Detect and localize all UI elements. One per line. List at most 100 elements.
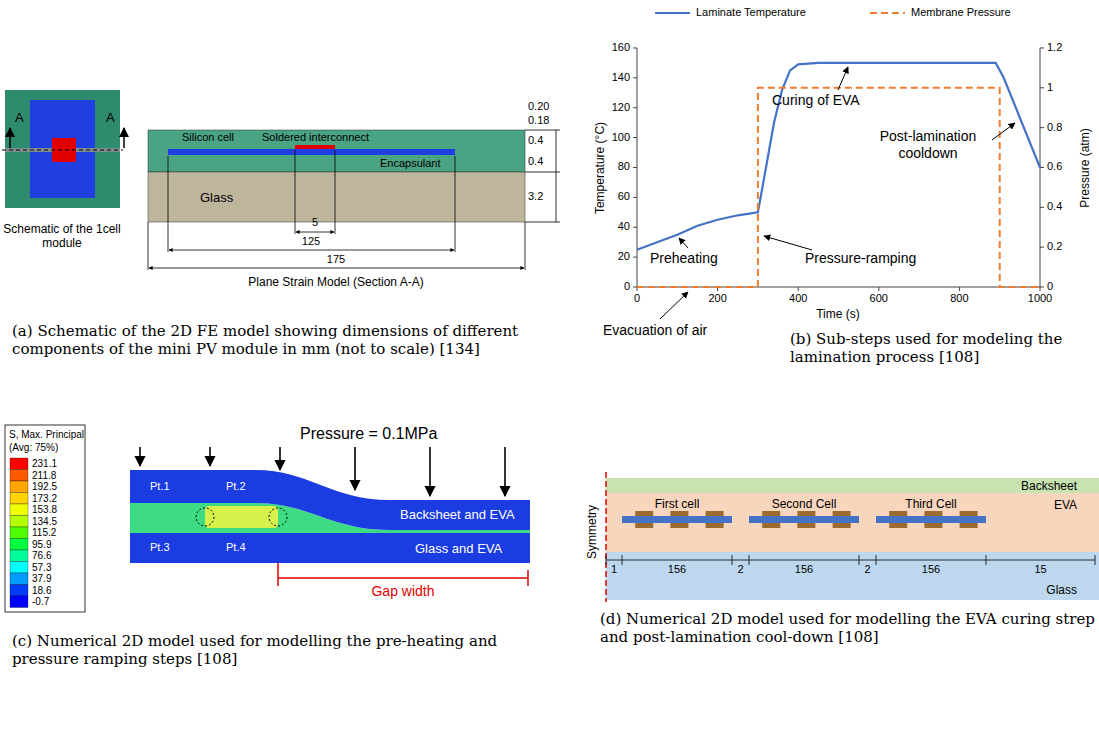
- axis-title: Time (s): [816, 307, 860, 321]
- dimension: 125: [302, 235, 320, 248]
- colorbar-title: S, Max. Principal: [9, 429, 84, 441]
- colorbar-value: 57.3: [32, 562, 51, 574]
- tick: [1040, 87, 1044, 88]
- ribbon: [889, 523, 907, 528]
- tick-label: 200: [708, 292, 726, 305]
- tick: [633, 197, 637, 198]
- ribbon: [960, 511, 978, 516]
- dimension-tick: [1095, 555, 1096, 565]
- cell-name: Third Cell: [905, 497, 956, 511]
- annotation-arrow: [660, 292, 688, 319]
- dimension-tick: [859, 555, 860, 565]
- annotation: Preheating: [650, 250, 718, 267]
- module-schematic: [2, 90, 124, 208]
- tick: [1040, 287, 1041, 291]
- layer-name: Backsheet: [1021, 479, 1077, 493]
- dimension: 156: [922, 563, 940, 576]
- tick-label: 160: [612, 41, 630, 54]
- tick: [633, 227, 637, 228]
- color-swatch: [10, 458, 28, 470]
- tick-label: 120: [612, 101, 630, 114]
- dimension: 1: [611, 563, 617, 576]
- colorbar-value: 231.1: [32, 458, 57, 470]
- tick-label: 100: [612, 131, 630, 144]
- tick: [959, 287, 960, 291]
- tick-label: 600: [870, 292, 888, 305]
- layer-band: EVA: [606, 493, 1099, 552]
- colorbar-title: (Avg: 75%): [9, 442, 58, 454]
- part-name: Glass and EVA: [415, 541, 502, 557]
- tick-label: 80: [618, 160, 630, 173]
- color-swatch: [10, 493, 28, 505]
- dimension-tick: [606, 555, 607, 565]
- three-cell-model: [606, 472, 1099, 602]
- solar-cell: [749, 516, 859, 523]
- tick-label: 1000: [1028, 292, 1052, 305]
- tick-label: 60: [618, 190, 630, 203]
- ribbon: [635, 523, 653, 528]
- tick: [798, 287, 799, 291]
- dimension: 0.4: [528, 134, 543, 147]
- part-name: Soldered interconnect: [262, 131, 369, 144]
- tick-label: 140: [612, 71, 630, 84]
- ribbon: [833, 523, 851, 528]
- ribbon: [960, 523, 978, 528]
- point-label: Pt.4: [226, 541, 246, 554]
- legend-sample: [870, 12, 905, 14]
- legend-sample: [655, 12, 690, 14]
- color-swatch: [10, 470, 28, 482]
- colorbar-value: 173.2: [32, 493, 57, 505]
- tick: [633, 107, 637, 108]
- dimension-tick: [732, 555, 733, 565]
- subfigure-caption: (c) Numerical 2D model used for modellin…: [12, 632, 537, 668]
- ribbon: [670, 523, 688, 528]
- ribbon: [706, 523, 724, 528]
- colorbar-value: 211.8: [32, 470, 56, 482]
- annotation-arrow: [838, 67, 848, 90]
- dimension: 3.2: [528, 190, 543, 203]
- tick: [1040, 127, 1044, 128]
- dimension-tick: [622, 555, 623, 565]
- point-label: Pt.3: [150, 541, 170, 554]
- colorbar-value: -0.7: [32, 596, 49, 608]
- section-mark: A: [15, 110, 24, 126]
- color-swatch: [10, 596, 28, 608]
- solar-cell: [876, 516, 986, 523]
- layer-name: EVA: [1054, 498, 1077, 512]
- tick-label: 0.2: [1047, 240, 1062, 253]
- dimension: 2: [737, 563, 743, 576]
- axis-title: Pressure (atm): [1078, 128, 1092, 207]
- dimension-tick: [876, 555, 877, 565]
- color-swatch: [10, 504, 28, 516]
- tick-label: 0: [1047, 280, 1053, 293]
- dimension: 5: [312, 216, 318, 229]
- part-name: Encapsulant: [380, 157, 441, 170]
- dimension: 156: [668, 563, 686, 576]
- dimension: 0.4: [528, 155, 543, 168]
- tick: [633, 257, 637, 258]
- annotation: Post-lamination cooldown: [866, 128, 991, 162]
- colorbar-value: 153.8: [32, 504, 57, 516]
- color-swatch: [10, 573, 28, 585]
- tick: [878, 287, 879, 291]
- layer-band: Backsheet: [606, 478, 1099, 493]
- ribbon: [762, 511, 780, 516]
- ribbon: [635, 511, 653, 516]
- layer-band: Glass: [606, 552, 1099, 600]
- color-swatch: [10, 527, 28, 539]
- color-swatch: [10, 550, 28, 562]
- ribbon: [924, 511, 942, 516]
- color-swatch: [10, 516, 28, 528]
- legend-text: Membrane Pressure: [911, 6, 1011, 19]
- part-name: Silicon cell: [182, 131, 234, 144]
- tick: [633, 167, 637, 168]
- tick-label: 0.8: [1047, 121, 1062, 134]
- symmetry-label: Symmetry: [585, 505, 599, 559]
- tick: [1040, 287, 1044, 288]
- color-swatch: [10, 562, 28, 574]
- color-swatch: [10, 481, 28, 493]
- ribbon: [889, 511, 907, 516]
- pressure-curve: [637, 88, 1040, 287]
- pressure-model: [130, 447, 530, 586]
